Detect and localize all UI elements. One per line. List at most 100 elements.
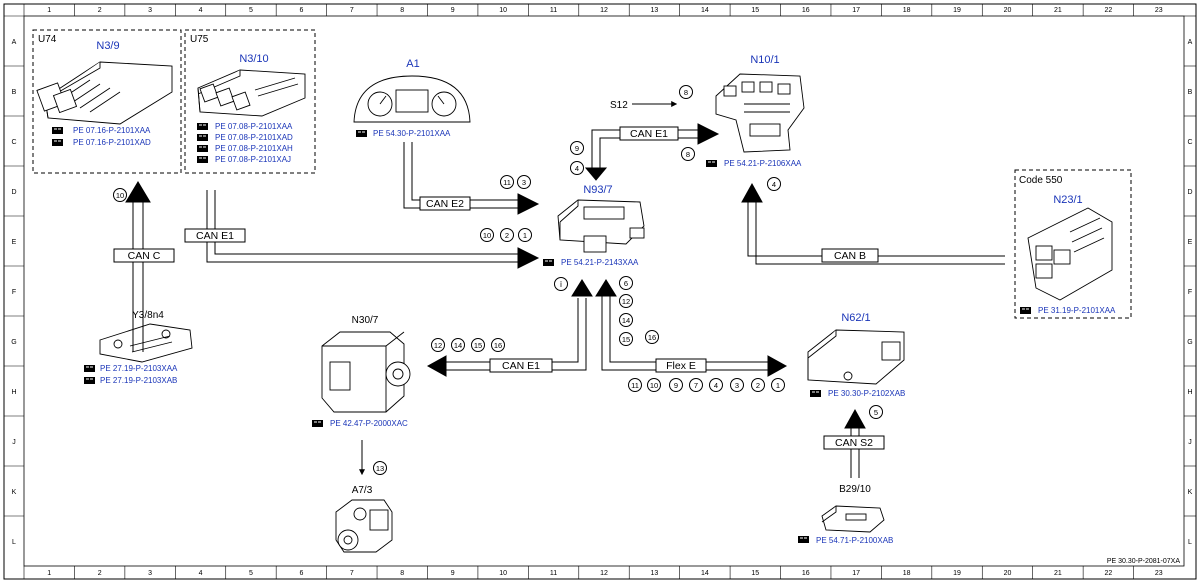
grid-row-label: B: [12, 89, 17, 96]
grid-column-label: 18: [903, 7, 911, 14]
svg-text:4: 4: [772, 180, 776, 189]
footer-code: PE 30.30-P-2081-07XA: [1107, 558, 1180, 565]
marker-16-right: 16: [645, 330, 659, 344]
n62-1-name: N62/1: [841, 312, 870, 324]
bus-label-can-e1-top: CAN E1: [630, 128, 668, 140]
n10-1-sam-drawing: [715, 73, 805, 153]
grid-row-label: K: [12, 489, 17, 496]
marker-9: 9: [570, 141, 584, 155]
y3-8n4-valve-body-drawing: [99, 323, 193, 363]
bus-label-flex-e: Flex E: [666, 360, 696, 372]
svg-text:6: 6: [624, 279, 628, 288]
grid-row-label: F: [12, 289, 16, 296]
svg-text:2: 2: [505, 231, 509, 240]
svg-text:4: 4: [714, 381, 718, 390]
svg-text:7: 7: [694, 381, 698, 390]
y3-8n4-name: Y3/8n4: [132, 310, 164, 321]
marker-15-right: 15: [619, 332, 633, 346]
grid-column-label: 3: [148, 7, 152, 14]
bus-label-can-c-box: CAN C: [113, 248, 175, 263]
grid-row-label: J: [1188, 439, 1192, 446]
grid-column-label: 11: [550, 570, 557, 577]
n30-7-name: N30/7: [352, 315, 379, 326]
a7-3-name: A7/3: [352, 485, 373, 496]
n62-1-ref-1: PE 30.30-P-2102XAB: [828, 389, 905, 398]
n30-7-esp-unit-drawing: [321, 331, 411, 413]
n3-9-ref-2: PE 07.16-P-2101XAD: [73, 138, 151, 147]
svg-text:9: 9: [575, 144, 579, 153]
a7-3-actuator-drawing: [335, 499, 393, 553]
svg-text:14: 14: [454, 341, 462, 350]
marker-6: 6: [619, 276, 633, 290]
grid-column-label: 17: [852, 570, 860, 577]
circled-markers: 10 11 3 10 2 1 8 8 9 4 4 i 6 12 14 15 16…: [113, 85, 883, 475]
group-box-u75: [184, 29, 316, 174]
svg-text:15: 15: [474, 341, 482, 350]
svg-text:4: 4: [575, 164, 579, 173]
flex-marker-7: 7: [689, 378, 703, 392]
grid-column-label: 19: [953, 570, 961, 577]
grid-column-label: 8: [400, 570, 404, 577]
grid-column-label: 11: [550, 7, 557, 14]
grid-row-label: E: [1188, 239, 1193, 246]
bus-label-can-e2-box: CAN E2: [419, 196, 471, 211]
grid-column-label: 13: [651, 570, 659, 577]
grid-column-label: 9: [451, 570, 455, 577]
svg-text:16: 16: [494, 341, 502, 350]
grid-column-label: 5: [249, 7, 253, 14]
diagram-frame: 1122334455667788991010111112121313141415…: [3, 3, 1197, 580]
n93-7-ref-1: PE 54.21-P-2143XAA: [561, 258, 639, 267]
svg-text:1: 1: [776, 381, 780, 390]
n3-9-ref-1: PE 07.16-P-2101XAA: [73, 126, 151, 135]
bus-label-can-b: CAN B: [834, 250, 866, 262]
grid-column-label: 10: [499, 570, 507, 577]
grid-column-label: 15: [751, 570, 759, 577]
grid-column-label: 19: [953, 7, 961, 14]
y3-8n4-ref-1: PE 27.19-P-2103XAA: [100, 364, 178, 373]
flex-marker-11: 11: [628, 378, 642, 392]
n23-1-module-drawing: [1027, 207, 1113, 301]
grid-column-label: 18: [903, 570, 911, 577]
marker-12-right: 12: [619, 294, 633, 308]
grid-column-label: 22: [1104, 7, 1112, 14]
n93-7-gateway-drawing: [557, 199, 645, 253]
n3-10-ref-2: PE 07.08-P-2101XAD: [215, 133, 293, 142]
marker-8-a: 8: [679, 85, 693, 99]
svg-text:11: 11: [503, 178, 511, 187]
grid-column-label: 1: [47, 570, 51, 577]
grid-column-label: 16: [802, 570, 810, 577]
svg-text:9: 9: [674, 381, 678, 390]
n3-10-name: N3/10: [239, 53, 268, 65]
marker-5: 5: [869, 405, 883, 419]
grid-row-label: A: [1188, 39, 1193, 46]
marker-3-top: 3: [517, 175, 531, 189]
bus-label-can-s2-box: CAN S2: [823, 435, 885, 450]
b29-10-sensor-drawing: [821, 505, 885, 533]
grid-column-label: 4: [199, 7, 203, 14]
grid-column-label: 3: [148, 570, 152, 577]
grid-column-label: 20: [1004, 570, 1012, 577]
grid-column-label: 7: [350, 7, 354, 14]
b29-10-ref-1: PE 54.71-P-2100XAB: [816, 536, 893, 545]
svg-text:14: 14: [622, 316, 630, 325]
grid-ticks: [4, 4, 1196, 579]
grid-column-label: 4: [199, 570, 203, 577]
n93-7-name: N93/7: [583, 184, 612, 196]
grid-column-label: 8: [400, 7, 404, 14]
grid-row-label: J: [12, 439, 16, 446]
bus-label-can-e1-left-box: CAN E1: [184, 228, 246, 243]
grid-column-label: 6: [299, 570, 303, 577]
bus-label-can-e1-left: CAN E1: [196, 230, 234, 242]
svg-text:10: 10: [116, 191, 124, 200]
bus-label-can-e1-bottom-box: CAN E1: [489, 358, 553, 373]
grid-row-label: K: [1188, 489, 1193, 496]
marker-1-mid: 1: [518, 228, 532, 242]
marker-14-right: 14: [619, 313, 633, 327]
grid-column-label: 12: [600, 7, 608, 14]
flex-marker-3: 3: [730, 378, 744, 392]
svg-text:15: 15: [622, 335, 630, 344]
a1-name: A1: [406, 58, 419, 70]
marker-12-left: 12: [431, 338, 445, 352]
grid-column-label: 2: [98, 7, 102, 14]
